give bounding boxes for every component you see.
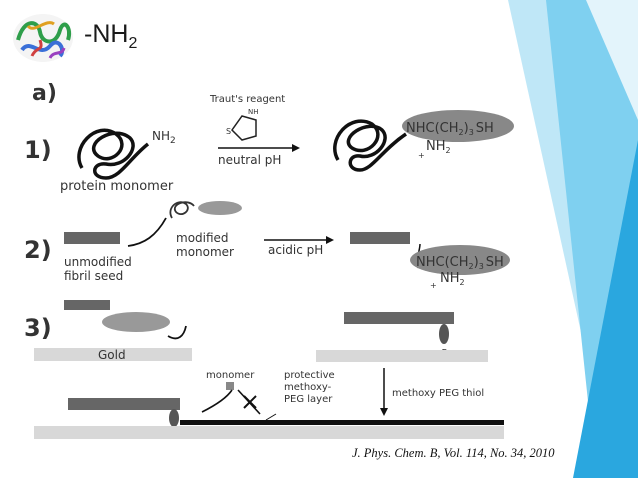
anchor-blob-3 [439,324,449,344]
methoxy-peg-thiol-label: methoxy PEG thiol [392,388,484,399]
gold-surface-2 [316,350,488,362]
deco-panel-top [586,0,638,120]
product-nh2-1: NH2 [426,139,451,155]
plus-1: + [418,151,425,160]
small-blob-3 [102,312,170,332]
unmodified-label-2: fibril seed [64,269,123,283]
protein-structure-icon [13,14,73,62]
citation: J. Phys. Chem. B, Vol. 114, No. 34, 2010 [352,446,555,460]
ring-s: S [226,127,231,136]
title-prefix: -NH [84,20,129,48]
step-3-label: 3) [24,314,52,342]
slide-title: -NH2 [84,20,137,53]
deco-panel-dark [573,140,638,478]
peg-pointer [265,413,277,421]
gold-label: Gold [98,348,126,362]
protective-label-2: methoxy- [284,382,332,393]
block-cross-icon [243,395,257,409]
protective-label-1: protective [284,370,335,381]
acidic-ph-label: acidic pH [268,243,323,257]
arrow-step2-head [326,236,334,244]
unmodified-label-1: unmodified [64,255,132,269]
trauts-reagent-label: Traut's reagent [209,94,285,105]
fibril-seed-2 [350,232,410,244]
anchor-blob-4 [169,409,179,427]
monomer-label: monomer [206,370,255,381]
protective-label-3: PEG layer [284,394,333,405]
modified-label-2: monomer [176,245,234,259]
ring-nh2: NH [248,108,259,116]
arrow-step1-head [292,144,300,152]
curved-arrow-2 [127,217,167,247]
decorative-side-panels [508,0,638,478]
title-subscript: 2 [128,35,138,52]
gold-surface-1 [34,348,192,361]
product-nh2-2: NH2 [440,271,465,287]
protein-monomer-label: protein monomer [60,179,174,194]
arrow-down-peg-head [380,408,388,416]
protein-coil-1 [77,128,150,180]
step-1-label: 1) [24,136,52,164]
fibril-seed-1 [64,232,120,244]
modified-label-1: modified [176,231,229,245]
plus-2: + [430,281,437,290]
protein-coil-product [333,119,407,172]
monomer-arrow [201,389,233,413]
fibril-seed-3 [64,300,110,310]
step-2-label: 2) [24,236,52,264]
nh2-label-1: NH2 [152,129,176,146]
product-blob-1 [402,110,514,142]
product-blob-2 [410,245,510,275]
fibril-on-gold [344,312,454,324]
small-coil-2 [169,201,195,219]
panel-label: a) [32,81,57,106]
curved-arrow-3 [167,325,187,340]
fibril-seed-4 [68,398,180,410]
peg-layer [180,420,504,425]
monomer-square [226,382,234,390]
neutral-ph-label: neutral pH [218,153,281,167]
reagent-ring-icon [231,115,257,141]
gold-surface-3 [34,426,504,439]
small-blob-2 [198,201,242,215]
reaction-scheme-figure: a) 1) NH2 protein monomer Traut's reagen… [20,78,520,443]
